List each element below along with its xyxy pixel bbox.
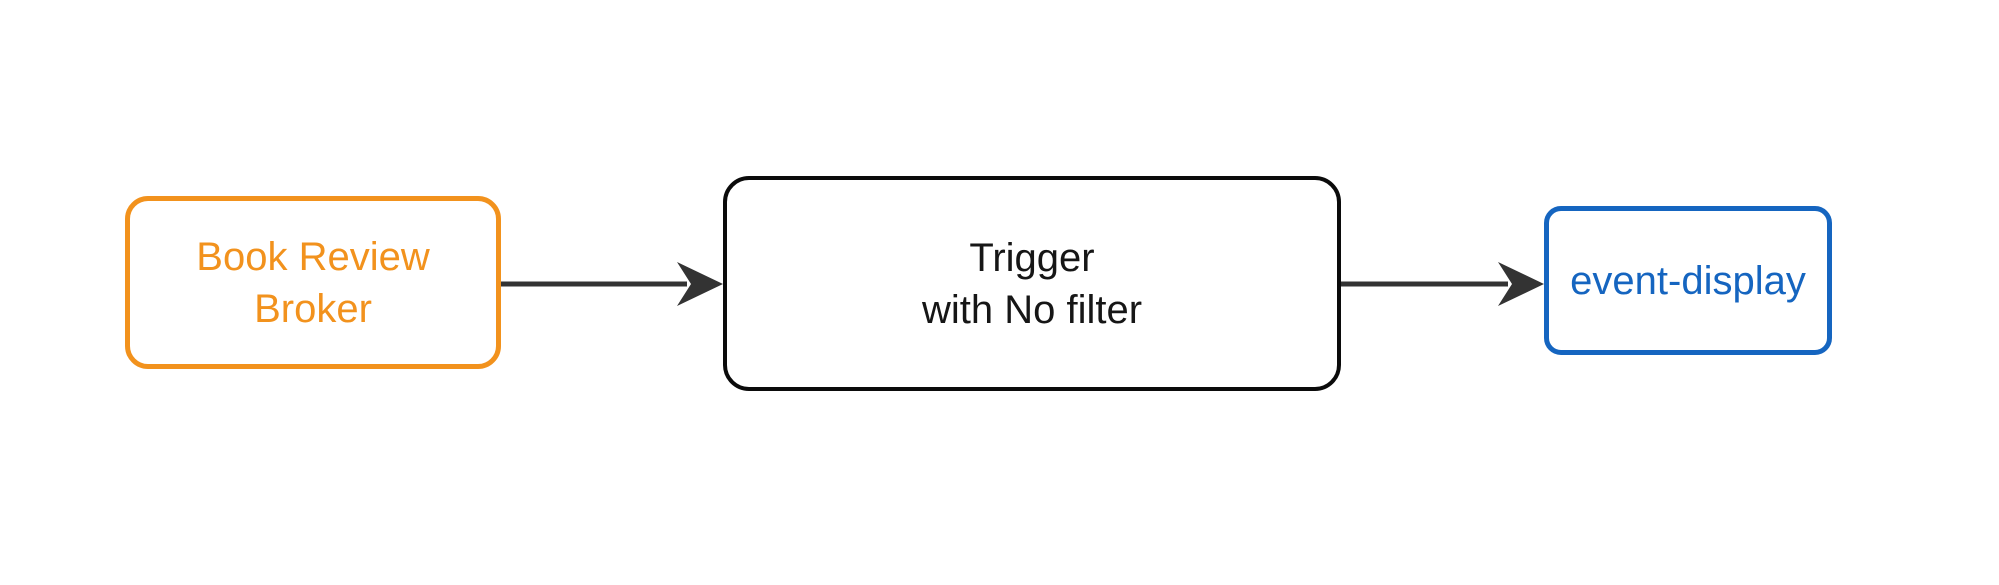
node-trigger-label-line-2: with No filter [921, 287, 1143, 332]
node-event-display[interactable]: event-display [1544, 206, 1832, 355]
node-broker-label-line-1: Book Review [196, 234, 430, 279]
edge-trigger-to-sink [1341, 262, 1544, 306]
edge-trigger-to-sink-arrowhead-icon [1498, 262, 1544, 306]
node-book-review-broker[interactable]: Book Review Broker [125, 196, 501, 369]
edge-broker-to-trigger [501, 262, 723, 306]
node-trigger-with-no-filter[interactable]: Trigger with No filter [723, 176, 1341, 391]
node-trigger-label-line-1: Trigger [969, 235, 1095, 280]
node-broker-label-line-2: Broker [254, 286, 372, 331]
node-sink-label-line-1: event-display [1570, 258, 1806, 303]
edge-broker-to-trigger-arrowhead-icon [677, 262, 723, 306]
